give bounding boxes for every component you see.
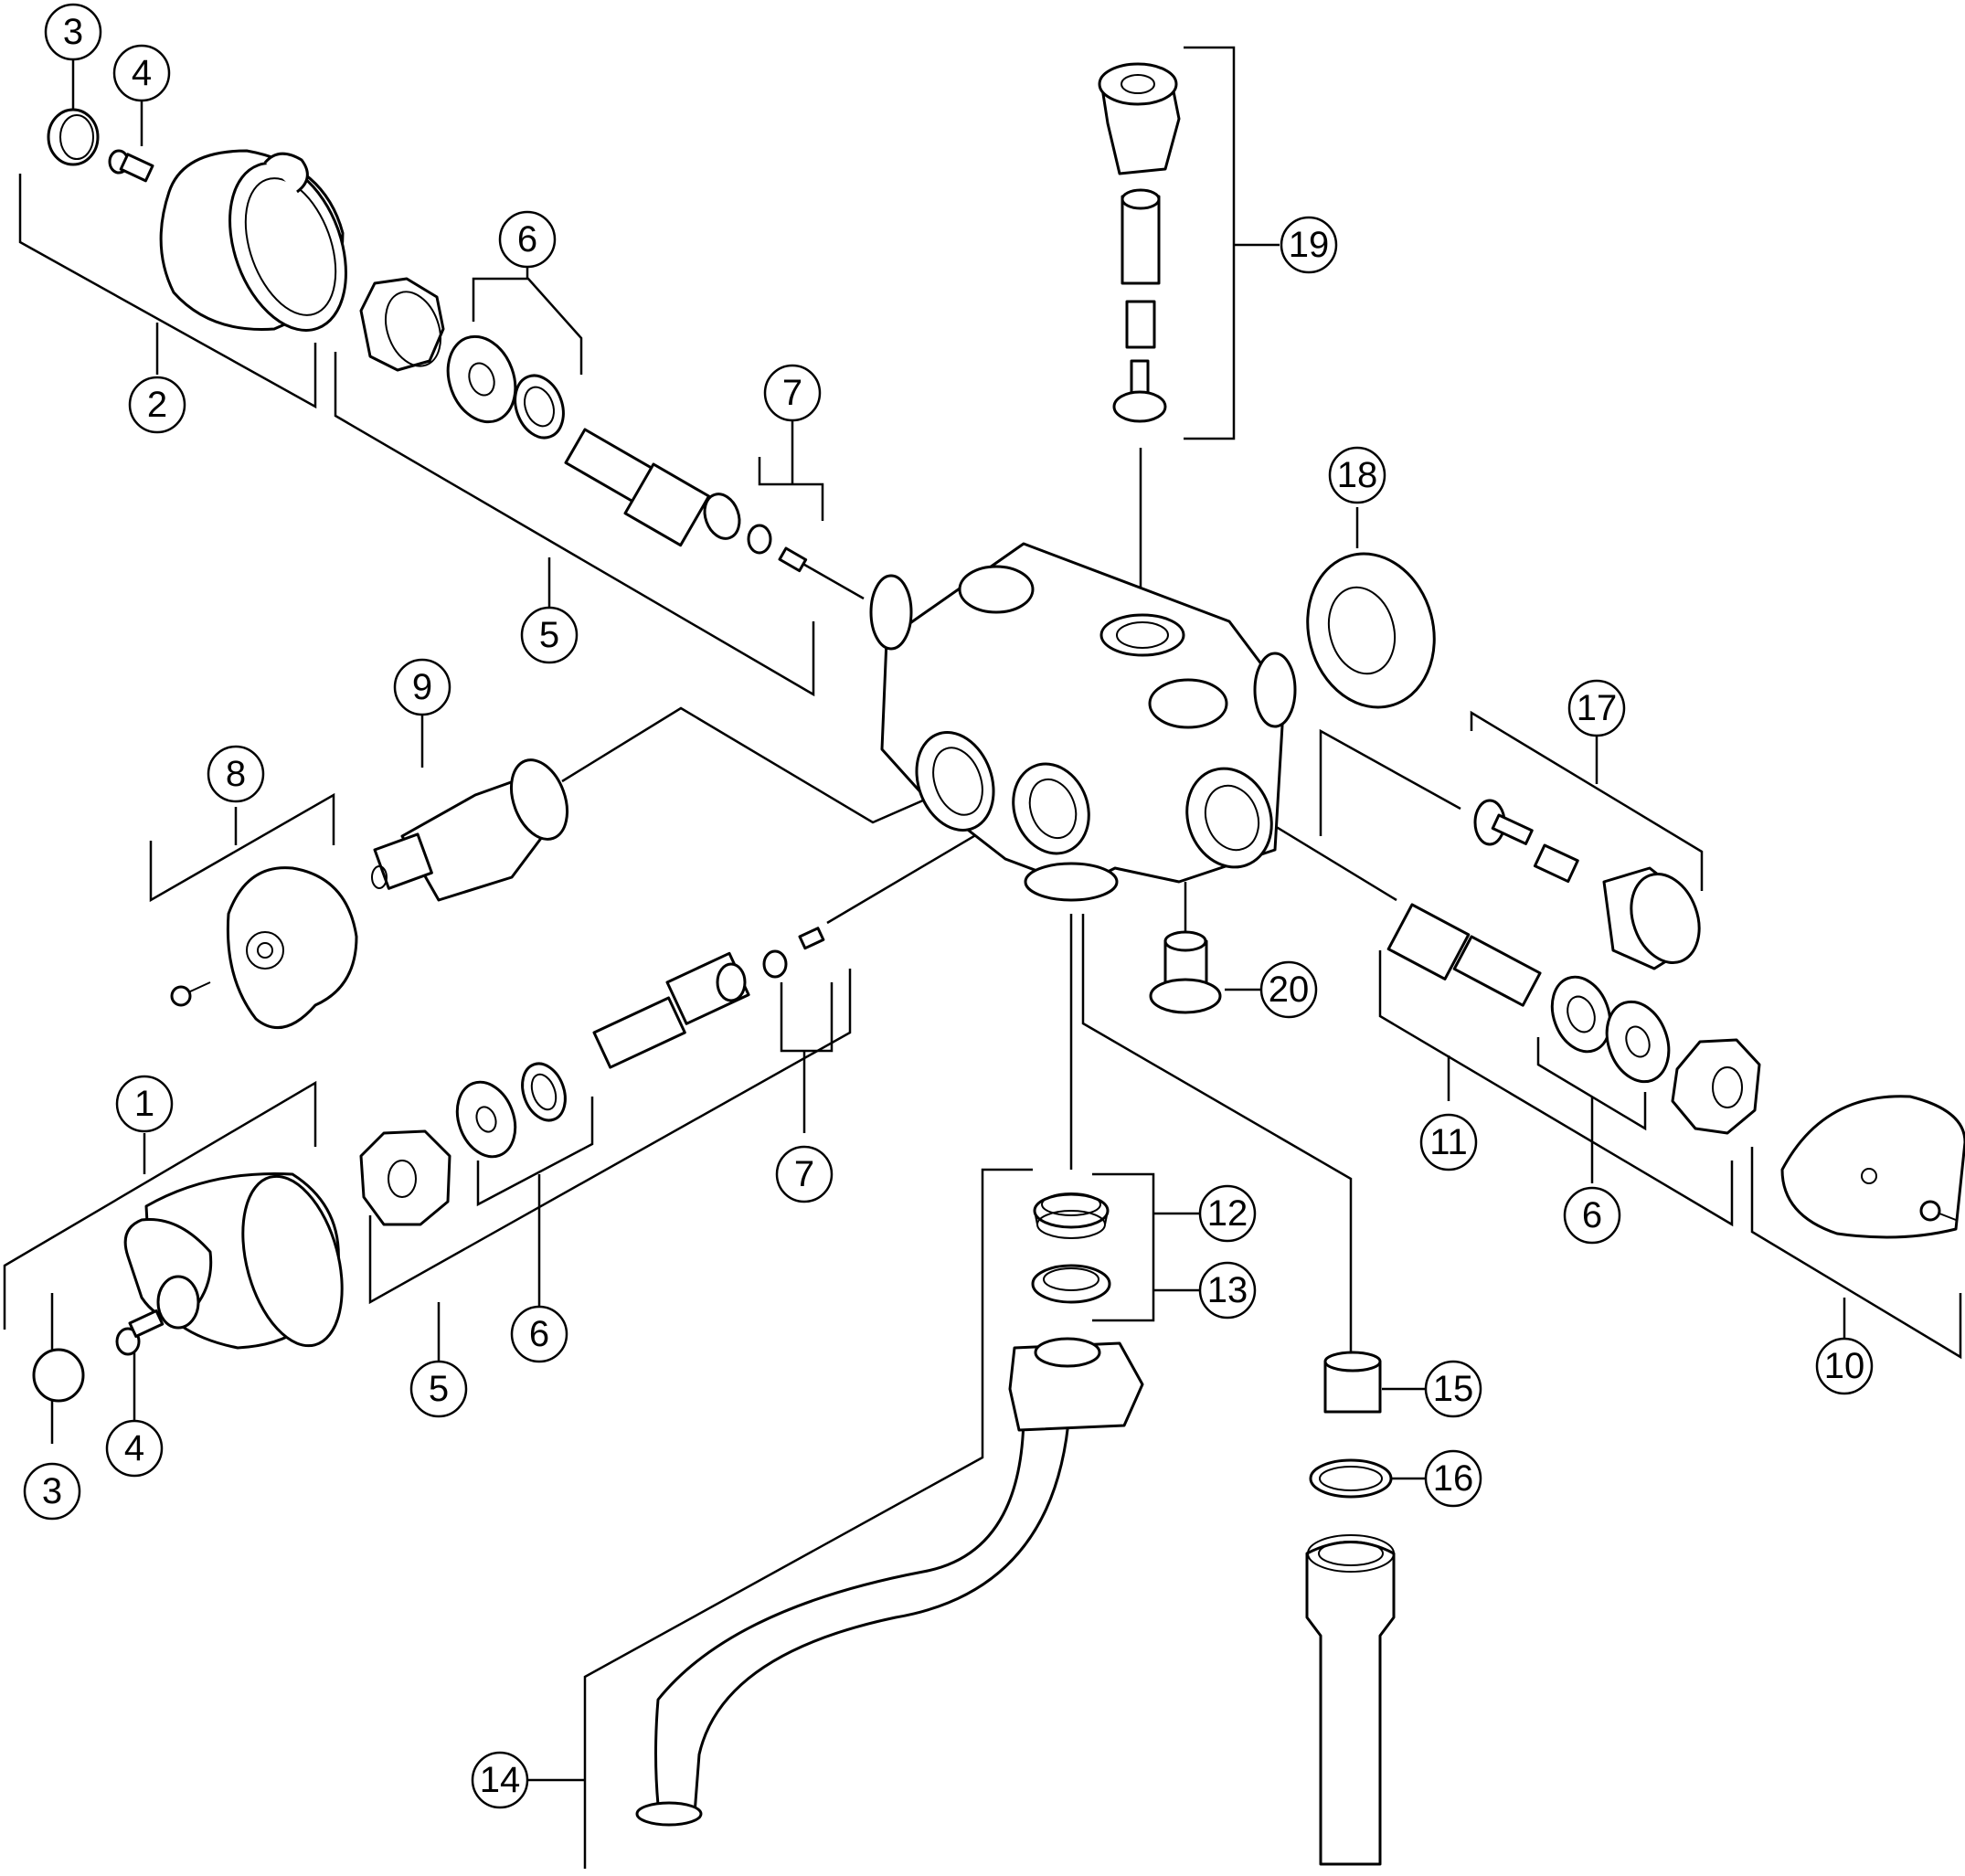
spindle-right — [1386, 903, 1542, 1007]
callout-7-lower: 7 — [775, 1145, 834, 1203]
screw-7-upper — [778, 546, 808, 573]
callout-6-upper: 6 — [498, 210, 557, 269]
callout-9-label: 9 — [412, 667, 432, 707]
callout-10: 10 — [1815, 1337, 1874, 1395]
gland-nut-right — [1671, 1038, 1761, 1135]
handle-1 — [123, 1171, 344, 1350]
callout-10-label: 10 — [1824, 1346, 1865, 1386]
cap-3-bottom — [32, 1348, 85, 1403]
callout-3-bottom: 3 — [23, 1462, 81, 1521]
ring-12 — [1033, 1192, 1110, 1239]
callout-3-top-label: 3 — [63, 12, 83, 52]
callout-4-bottom: 4 — [105, 1419, 164, 1478]
callout-17: 17 — [1567, 679, 1626, 737]
callout-4-bottom-label: 4 — [124, 1428, 144, 1468]
callout-5-upper: 5 — [520, 606, 579, 664]
callout-6-right: 6 — [1563, 1186, 1621, 1245]
callout-6-upper-label: 6 — [517, 219, 537, 260]
callout-3-top: 3 — [44, 3, 102, 61]
callout-1: 1 — [115, 1075, 174, 1133]
valve-body — [869, 542, 1297, 902]
callout-11: 11 — [1419, 1113, 1478, 1171]
callout-8-label: 8 — [226, 754, 246, 794]
washer-6a-right — [1550, 975, 1612, 1054]
callout-19-label: 19 — [1289, 225, 1330, 265]
callout-15: 15 — [1424, 1360, 1482, 1418]
callout-5-lower-label: 5 — [429, 1369, 449, 1409]
escutcheon-18 — [1306, 552, 1436, 709]
callout-20-label: 20 — [1269, 970, 1310, 1010]
callout-9: 9 — [393, 658, 451, 716]
callout-1-label: 1 — [134, 1084, 154, 1124]
washer-7-upper — [747, 524, 772, 555]
callout-5-lower: 5 — [409, 1360, 468, 1418]
gland-nut-upper — [359, 277, 445, 372]
callout-6-right-label: 6 — [1582, 1195, 1602, 1235]
callout-3-bottom-label: 3 — [42, 1471, 62, 1511]
washer-6a-lower — [455, 1080, 517, 1159]
spindle-lower — [592, 951, 750, 1069]
callout-11-label: 11 — [1429, 1122, 1468, 1162]
handle-10 — [1780, 1095, 1965, 1239]
callout-12: 12 — [1198, 1184, 1257, 1243]
washer-6b-lower — [521, 1062, 567, 1122]
callout-16-label: 16 — [1433, 1458, 1474, 1499]
callout-14: 14 — [471, 1751, 529, 1809]
screw-4-top — [108, 149, 154, 183]
callout-2-label: 2 — [147, 385, 167, 425]
callout-12-label: 12 — [1207, 1193, 1248, 1234]
screw-4-bottom — [115, 1309, 165, 1356]
gland-nut-lower — [359, 1129, 451, 1226]
handle-8 — [170, 866, 358, 1030]
spout-14 — [635, 1337, 1144, 1827]
callout-18: 18 — [1328, 446, 1386, 504]
valve-19 — [1098, 62, 1181, 423]
callout-15-label: 15 — [1433, 1369, 1474, 1409]
washer-6a-upper — [446, 334, 517, 424]
callout-13: 13 — [1198, 1261, 1257, 1320]
callout-19: 19 — [1280, 216, 1338, 274]
callout-7-lower-label: 7 — [794, 1154, 814, 1194]
callout-6-lower: 6 — [510, 1305, 568, 1363]
valve-17 — [1473, 799, 1701, 970]
leader-lines — [3, 46, 1962, 1869]
ring-13 — [1031, 1264, 1111, 1304]
callout-8: 8 — [207, 745, 265, 803]
fitting-15 — [1323, 1351, 1382, 1414]
callout-20: 20 — [1259, 960, 1318, 1019]
callout-6-lower-label: 6 — [529, 1314, 549, 1354]
callout-4-top-label: 4 — [132, 53, 152, 93]
callout-7-upper: 7 — [763, 364, 822, 422]
cartridge-9 — [371, 758, 568, 902]
spindle-upper — [564, 428, 741, 547]
washer-6b-upper — [514, 374, 565, 440]
cap-3-top — [47, 108, 100, 166]
washer-7-lower — [762, 949, 788, 979]
supply-pipe — [1305, 1534, 1396, 1866]
part-drawings — [32, 62, 1965, 1866]
callout-18-label: 18 — [1337, 455, 1378, 495]
callout-13-label: 13 — [1207, 1270, 1248, 1310]
callout-7-upper-label: 7 — [782, 373, 802, 413]
plug-20 — [1149, 930, 1222, 1014]
screw-7-lower — [798, 927, 825, 950]
washer-6b-right — [1605, 1000, 1671, 1084]
handle-2 — [159, 149, 347, 332]
callout-17-label: 17 — [1577, 688, 1618, 728]
callout-5-upper-label: 5 — [539, 615, 559, 655]
callout-4-top: 4 — [112, 44, 171, 102]
callout-14-label: 14 — [480, 1760, 521, 1800]
callout-2: 2 — [128, 376, 186, 434]
callout-16: 16 — [1424, 1449, 1482, 1508]
